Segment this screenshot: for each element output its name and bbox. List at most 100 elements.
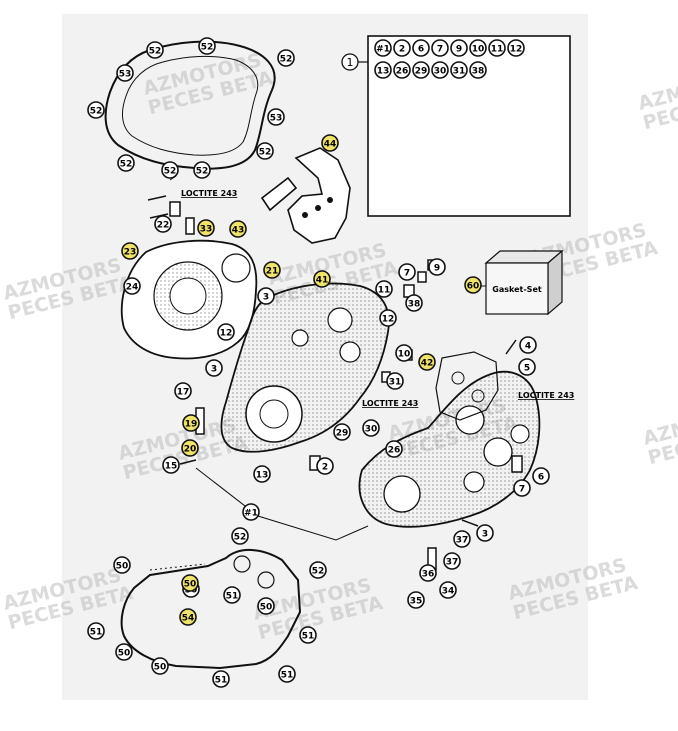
callout-circle (379, 309, 397, 327)
callout-number: 52 (164, 167, 177, 177)
callout: 52 (146, 41, 164, 59)
callout-number: 7 (519, 485, 525, 495)
callout: 36 (419, 564, 437, 582)
callout: 26 (393, 61, 411, 79)
callout: 7 (431, 39, 449, 57)
callout: 3 (257, 287, 275, 305)
callout: 53 (116, 64, 134, 82)
callout-circle (205, 359, 223, 377)
callout-number: 9 (456, 45, 462, 55)
callout-number: 33 (200, 225, 213, 235)
callout-circle (385, 440, 403, 458)
callout-number: 53 (270, 114, 283, 124)
callout: 29 (412, 61, 430, 79)
callout: 4 (519, 336, 537, 354)
callout: 5 (518, 358, 536, 376)
callout: 17 (174, 382, 192, 400)
callout-number: 6 (538, 473, 544, 483)
callout-circle (513, 479, 531, 497)
callout-number: 51 (215, 676, 228, 686)
callout-number: 21 (266, 267, 279, 277)
callout-number: 13 (256, 471, 269, 481)
callout-number: 60 (467, 282, 480, 292)
callout-circle (193, 161, 211, 179)
callout: 10 (395, 344, 413, 362)
callout-circle (532, 467, 550, 485)
callout-circle (405, 294, 423, 312)
callout-circle (507, 39, 525, 57)
callout-number: 38 (472, 67, 485, 77)
callout-number: 26 (388, 446, 401, 456)
callout-circle (464, 276, 482, 294)
callout-number: 35 (410, 597, 423, 607)
callout-circle (393, 61, 411, 79)
callout-circle (151, 657, 169, 675)
callout-number: 7 (404, 269, 410, 279)
callout: 23 (121, 242, 139, 260)
callout-circle (395, 344, 413, 362)
callout-number: 37 (446, 558, 459, 568)
callout-number: 53 (119, 70, 132, 80)
callout-circle (374, 61, 392, 79)
callout-number: 12 (220, 329, 233, 339)
callout: 33 (197, 219, 215, 237)
callout-circle (198, 37, 216, 55)
callout: 12 (217, 323, 235, 341)
callout: 3 (205, 359, 223, 377)
callout-number: 7 (437, 45, 443, 55)
gasket-set-box: Gasket-Set (472, 249, 564, 316)
callout: #1 (242, 503, 260, 521)
callout-number: 6 (418, 45, 424, 55)
callout-number: 19 (185, 420, 198, 430)
loctite-label-top: LOCTITE 243 (181, 189, 237, 198)
callout-number: 52 (234, 533, 247, 543)
callout: 37 (443, 552, 461, 570)
callout-number: 3 (211, 365, 217, 375)
callout: 53 (267, 108, 285, 126)
callout-circle (277, 49, 295, 67)
callout-circle (223, 586, 241, 604)
callout-circle (257, 597, 275, 615)
callout-circle (197, 219, 215, 237)
callout: 50 (151, 657, 169, 675)
callout-number: 38 (408, 300, 421, 310)
callout-circle (242, 503, 260, 521)
callout: 2 (393, 39, 411, 57)
callout: 50 (257, 597, 275, 615)
callout-circle (469, 61, 487, 79)
callout-circle (362, 419, 380, 437)
callout-number: 9 (434, 264, 440, 274)
callout: 21 (263, 261, 281, 279)
callout: 30 (431, 61, 449, 79)
callout-circle (87, 622, 105, 640)
callout-circle (428, 258, 446, 276)
callout-circle (87, 101, 105, 119)
callout-number: #1 (244, 509, 258, 519)
callout: 6 (532, 467, 550, 485)
callout-circle (263, 261, 281, 279)
callout-number: 13 (377, 67, 390, 77)
callout-circle (450, 39, 468, 57)
callout-circle (154, 215, 172, 233)
callout-number: 50 (118, 649, 131, 659)
callout-number: 37 (456, 536, 469, 546)
callout: 52 (309, 561, 327, 579)
callout-circle (116, 64, 134, 82)
callout-circle (162, 456, 180, 474)
callout-number: 50 (260, 603, 273, 613)
callout: 35 (407, 591, 425, 609)
callout-circle (333, 423, 351, 441)
callout-circle (476, 524, 494, 542)
callout-number: 52 (312, 567, 325, 577)
callout-circle (375, 280, 393, 298)
callout-circle (256, 142, 274, 160)
callout-number: 50 (184, 580, 197, 590)
callout-circle (231, 527, 249, 545)
callout: 52 (231, 527, 249, 545)
loctite-label-right: LOCTITE 243 (518, 391, 574, 400)
callout-number: 52 (259, 148, 272, 158)
callout-circle (181, 439, 199, 457)
callout-number: 52 (90, 107, 103, 117)
